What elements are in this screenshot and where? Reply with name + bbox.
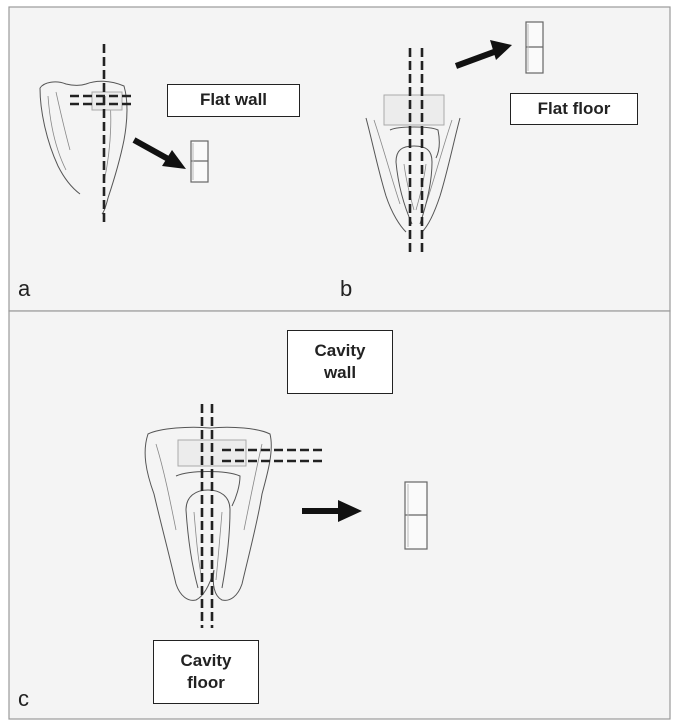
- arrow-icon: [132, 137, 186, 169]
- panel-letter-b: b: [340, 276, 353, 301]
- arrow-icon: [454, 40, 512, 69]
- specimen-bar-icon: [404, 481, 428, 550]
- specimen-bar-icon: [525, 21, 544, 74]
- flat-floor-label: Flat floor: [510, 93, 638, 125]
- flat-wall-label: Flat wall: [167, 84, 300, 117]
- panel-a-tooth: [39, 80, 128, 215]
- panel-letter-a: a: [18, 276, 31, 301]
- panel-letter-c: c: [18, 686, 29, 711]
- cavity-floor-label: Cavity floor: [153, 640, 259, 704]
- arrow-icon: [302, 500, 362, 522]
- cavity-wall-label: Cavity wall: [287, 330, 393, 394]
- panel-b-tooth: [365, 94, 461, 233]
- specimen-bar-icon: [190, 140, 209, 183]
